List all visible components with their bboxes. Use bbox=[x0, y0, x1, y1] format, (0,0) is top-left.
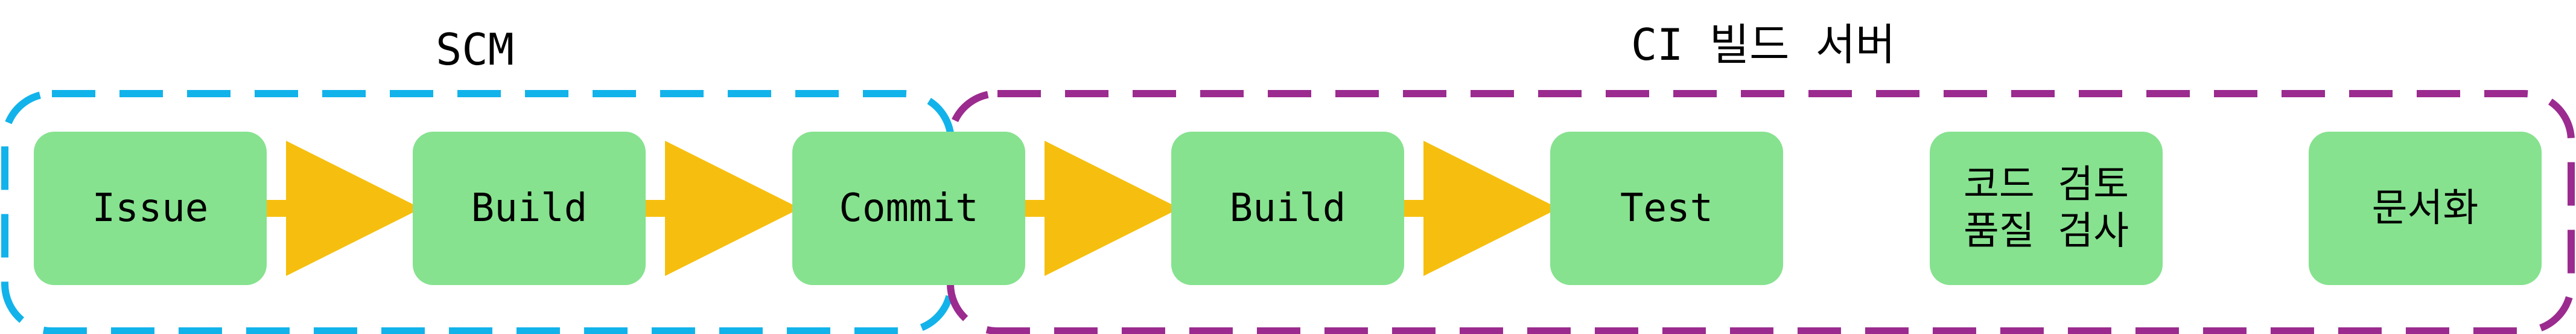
build-ci-node: Build bbox=[1171, 132, 1404, 285]
ci-build-server-group-title: CI 빌드 서버 bbox=[1630, 19, 1896, 70]
scm-group-title: SCM bbox=[435, 24, 515, 75]
documentation-node: 문서화 bbox=[2309, 132, 2542, 285]
commit-node: Commit bbox=[792, 132, 1025, 285]
code-review-node: 코드 검토 품질 검사 bbox=[1930, 132, 2163, 285]
build-scm-node-label: Build bbox=[471, 185, 588, 231]
test-node: Test bbox=[1550, 132, 1783, 285]
code-review-node-label: 코드 검토 품질 검사 bbox=[1963, 162, 2129, 254]
test-node-label: Test bbox=[1620, 185, 1714, 231]
issue-node-label: Issue bbox=[92, 185, 209, 231]
documentation-node-label: 문서화 bbox=[2371, 185, 2479, 231]
commit-node-label: Commit bbox=[839, 185, 979, 231]
build-scm-node: Build bbox=[413, 132, 646, 285]
issue-node: Issue bbox=[34, 132, 267, 285]
build-ci-node-label: Build bbox=[1229, 185, 1346, 231]
